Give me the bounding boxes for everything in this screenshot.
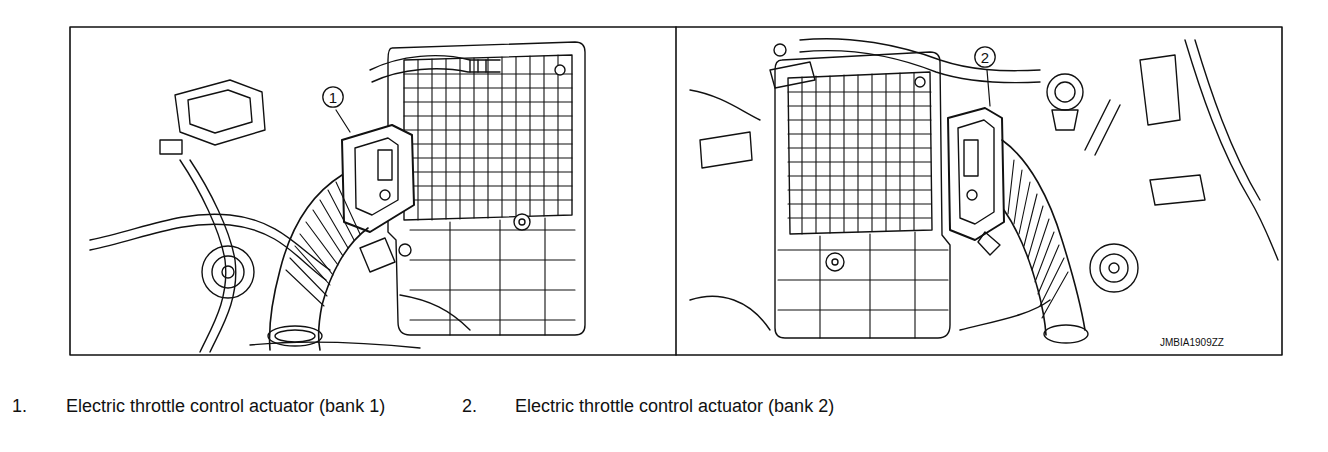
callout-circle: 2 (974, 46, 996, 68)
item-number: 1. (12, 393, 52, 421)
callout-ring (975, 47, 995, 67)
leader-line (987, 70, 990, 106)
part-name: Electric throttle control actuator (bank… (66, 393, 411, 421)
panel-divider (675, 27, 677, 355)
figure-code: JMBIA1909ZZ (1158, 337, 1226, 349)
right-engine-view (690, 39, 1278, 343)
part-name: Electric throttle control actuator (bank… (515, 393, 860, 421)
leader-line (336, 110, 350, 132)
callout-number: 1 (329, 90, 337, 105)
callout-number: 2 (981, 50, 989, 65)
left-engine-view (90, 42, 585, 352)
callout-ring (323, 87, 343, 107)
figure-frame (70, 27, 1282, 355)
callout-circle: 1 (322, 86, 344, 108)
item-number: 2. (462, 393, 502, 421)
